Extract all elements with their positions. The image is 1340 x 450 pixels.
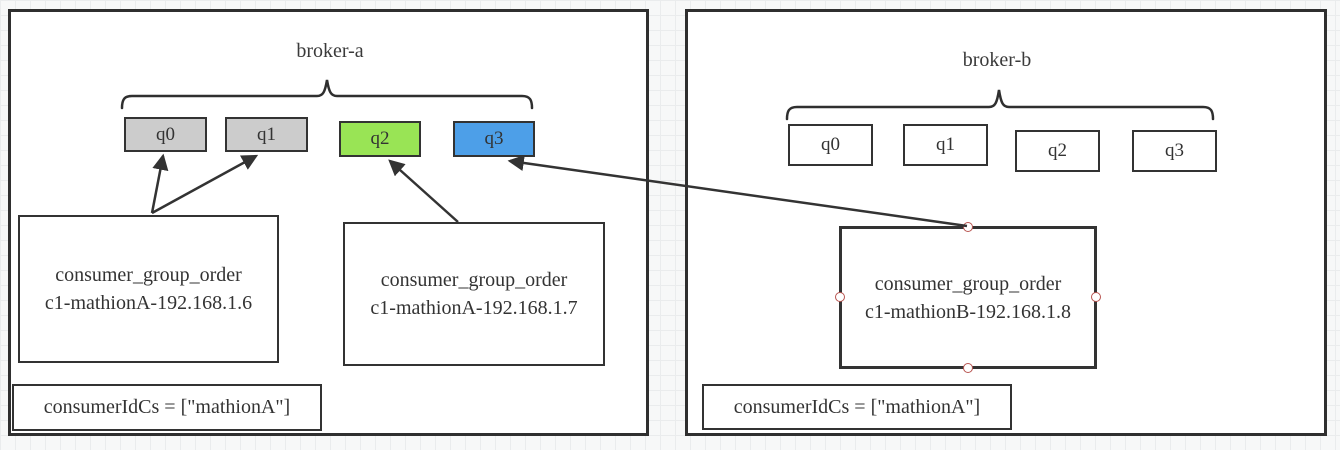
- arrow-consumer6-to-q0[interactable]: [150, 153, 169, 214]
- broker-a-queue-q2[interactable]: q2: [339, 121, 421, 157]
- broker-a-queue-q0[interactable]: q0: [124, 117, 207, 152]
- consumer-group-box-192-168-1-8-selected[interactable]: consumer_group_order c1-mathionB-192.168…: [835, 222, 1101, 373]
- consumer-group-id: c1-mathionA-192.168.1.7: [370, 297, 578, 319]
- broker-a-consumer-ids-note[interactable]: consumerIdCs = ["mathionA"]: [12, 384, 322, 431]
- broker-b-queue-q1[interactable]: q1: [903, 124, 988, 166]
- selection-handle-bottom[interactable]: [962, 363, 973, 373]
- broker-a-title[interactable]: broker-a: [296, 40, 364, 62]
- consumer-group-box-192-168-1-7[interactable]: consumer_group_order c1-mathionA-192.168…: [343, 222, 605, 366]
- consumer-group-id: c1-mathionA-192.168.1.6: [44, 292, 253, 314]
- broker-b-panel[interactable]: [685, 9, 1327, 436]
- arrow-consumer7-to-q2[interactable]: [388, 159, 459, 223]
- broker-b-title[interactable]: broker-b: [962, 49, 1032, 71]
- broker-b-brace[interactable]: [785, 89, 1215, 121]
- consumer-group-name: consumer_group_order: [380, 269, 568, 291]
- selection-handle-right[interactable]: [1091, 292, 1101, 302]
- selection-handle-left[interactable]: [835, 292, 845, 302]
- arrow-consumer8-to-broker-a-q3[interactable]: [507, 154, 968, 228]
- broker-a-brace[interactable]: [120, 79, 534, 110]
- note-text: consumerIdCs = ["mathionA"]: [733, 395, 981, 418]
- arrow-consumer6-to-q1[interactable]: [151, 154, 259, 215]
- note-text: consumerIdCs = ["mathionA"]: [43, 396, 291, 418]
- consumer-group-name: consumer_group_order: [55, 264, 242, 286]
- broker-a-queue-q3[interactable]: q3: [453, 121, 535, 157]
- selection-handle-top[interactable]: [962, 222, 973, 232]
- broker-b-queue-q0[interactable]: q0: [788, 124, 873, 166]
- consumer-group-name: consumer_group_order: [874, 272, 1062, 295]
- broker-b-queue-q2[interactable]: q2: [1015, 130, 1100, 172]
- broker-b-queue-q3[interactable]: q3: [1132, 130, 1217, 172]
- broker-a-queue-q1[interactable]: q1: [225, 117, 308, 152]
- consumer-group-id: c1-mathionB-192.168.1.8: [864, 300, 1072, 323]
- consumer-group-box-192-168-1-6[interactable]: consumer_group_order c1-mathionA-192.168…: [18, 215, 279, 363]
- broker-b-consumer-ids-note[interactable]: consumerIdCs = ["mathionA"]: [702, 384, 1012, 430]
